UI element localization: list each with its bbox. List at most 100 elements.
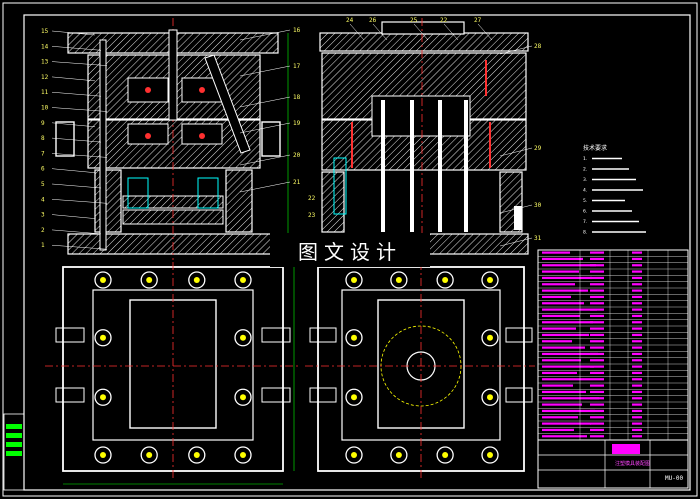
callout-label: 21 bbox=[293, 179, 301, 186]
leader-line bbox=[477, 23, 493, 41]
leader-line bbox=[239, 122, 291, 134]
callout-label: 16 bbox=[293, 27, 301, 34]
bolt-hole bbox=[94, 446, 112, 464]
revision-frame bbox=[3, 413, 25, 491]
bom-row-qty bbox=[590, 384, 604, 387]
front-section-view bbox=[55, 18, 289, 260]
bom-row-material bbox=[632, 283, 642, 286]
revision-mark bbox=[6, 451, 22, 456]
runner-bar bbox=[381, 21, 465, 35]
callout-label: 9 bbox=[41, 120, 45, 127]
bom-row-name bbox=[542, 397, 599, 400]
bom-row-material bbox=[632, 314, 642, 318]
bom-row-qty bbox=[590, 264, 604, 267]
bill-of-materials bbox=[537, 249, 689, 441]
side-section-view bbox=[319, 18, 529, 260]
bolt-hole bbox=[94, 271, 112, 289]
callout-label: 15 bbox=[41, 28, 49, 35]
bom-row-qty bbox=[590, 397, 604, 400]
callout-label: 17 bbox=[293, 63, 301, 70]
leader-line bbox=[413, 23, 429, 41]
leader-line bbox=[239, 181, 291, 193]
bolt-hole bbox=[436, 446, 454, 464]
callout-label: 14 bbox=[41, 43, 49, 50]
bolt-center bbox=[146, 452, 153, 458]
bolt-hole bbox=[481, 329, 499, 347]
leader-line bbox=[51, 122, 96, 128]
tech-note-item: 3. bbox=[583, 177, 587, 183]
bolt-hole bbox=[481, 388, 499, 406]
bolt-center bbox=[351, 394, 357, 401]
left-plan-bolts bbox=[94, 271, 252, 464]
spacer-block-right bbox=[225, 169, 253, 233]
leader-line bbox=[51, 183, 102, 189]
bom-row-material bbox=[632, 257, 642, 261]
bom-row-name bbox=[542, 365, 594, 368]
callout-label: 5 bbox=[41, 181, 45, 188]
bom-row-qty bbox=[590, 403, 604, 406]
tech-note-item: 8. bbox=[583, 230, 587, 236]
bom-row-material bbox=[632, 295, 642, 299]
side-arm-2 bbox=[309, 327, 337, 343]
bom-row-name bbox=[542, 251, 570, 254]
guide-pin bbox=[99, 39, 107, 251]
title-block-frame bbox=[537, 439, 689, 489]
bolt-center bbox=[146, 277, 153, 283]
tech-note-item: 1. bbox=[583, 156, 587, 162]
bom-row-qty bbox=[590, 321, 604, 324]
bom-row-qty bbox=[590, 295, 604, 299]
bolt-hole bbox=[481, 446, 499, 464]
leader-line bbox=[51, 61, 108, 66]
bom-row-material bbox=[632, 378, 642, 381]
leader-line bbox=[499, 147, 533, 157]
bom-row-material bbox=[632, 321, 642, 324]
bom-row-material bbox=[632, 352, 642, 356]
callout-label: 24 bbox=[346, 17, 354, 24]
bolt-hole bbox=[345, 388, 363, 406]
cooling-hole bbox=[199, 133, 205, 139]
bolt-hole bbox=[188, 446, 206, 464]
bom-row-name bbox=[542, 403, 582, 406]
bom-row-material bbox=[632, 428, 642, 432]
bolt-center bbox=[100, 394, 106, 401]
bom-row-name bbox=[542, 302, 584, 305]
leader-line bbox=[51, 153, 108, 158]
callout-label: 10 bbox=[41, 105, 49, 112]
bom-row-name bbox=[542, 257, 583, 261]
bom-row-material bbox=[632, 435, 642, 438]
side-ejector-arm bbox=[261, 387, 291, 403]
revision-mark bbox=[6, 442, 22, 447]
bom-row-qty bbox=[590, 352, 604, 356]
bom-row-qty bbox=[590, 428, 604, 432]
left-plan-view bbox=[45, 262, 300, 485]
bom-row-qty bbox=[590, 257, 604, 261]
leader-line bbox=[51, 168, 96, 173]
tech-note-item: 6. bbox=[583, 209, 587, 215]
bom-row-qty bbox=[590, 365, 604, 368]
callout-label: 29 bbox=[534, 145, 542, 152]
cooling-hole bbox=[145, 87, 151, 93]
spring-side bbox=[333, 157, 347, 215]
bom-row-qty bbox=[590, 276, 604, 280]
bom-row-qty bbox=[590, 378, 604, 381]
bom-row-name bbox=[542, 390, 586, 394]
bom-row-qty bbox=[590, 409, 604, 413]
callout-label: 19 bbox=[293, 120, 301, 127]
leader-line bbox=[51, 137, 102, 143]
bolt-hole bbox=[345, 446, 363, 464]
callout-label: 11 bbox=[41, 89, 49, 96]
bom-row-name bbox=[542, 327, 576, 330]
sprue-bushing bbox=[168, 29, 178, 121]
right-plan-bolts bbox=[345, 271, 499, 464]
bom-row-material bbox=[632, 390, 642, 394]
tech-notes-title: 技术要求 bbox=[583, 144, 607, 152]
leader-line bbox=[443, 23, 459, 41]
bom-row-qty bbox=[590, 371, 604, 375]
bom-row-material bbox=[632, 359, 642, 362]
leader-line bbox=[239, 29, 291, 41]
bom-row-material bbox=[632, 416, 642, 419]
bolt-center bbox=[487, 394, 493, 401]
bom-row-name bbox=[542, 289, 588, 292]
